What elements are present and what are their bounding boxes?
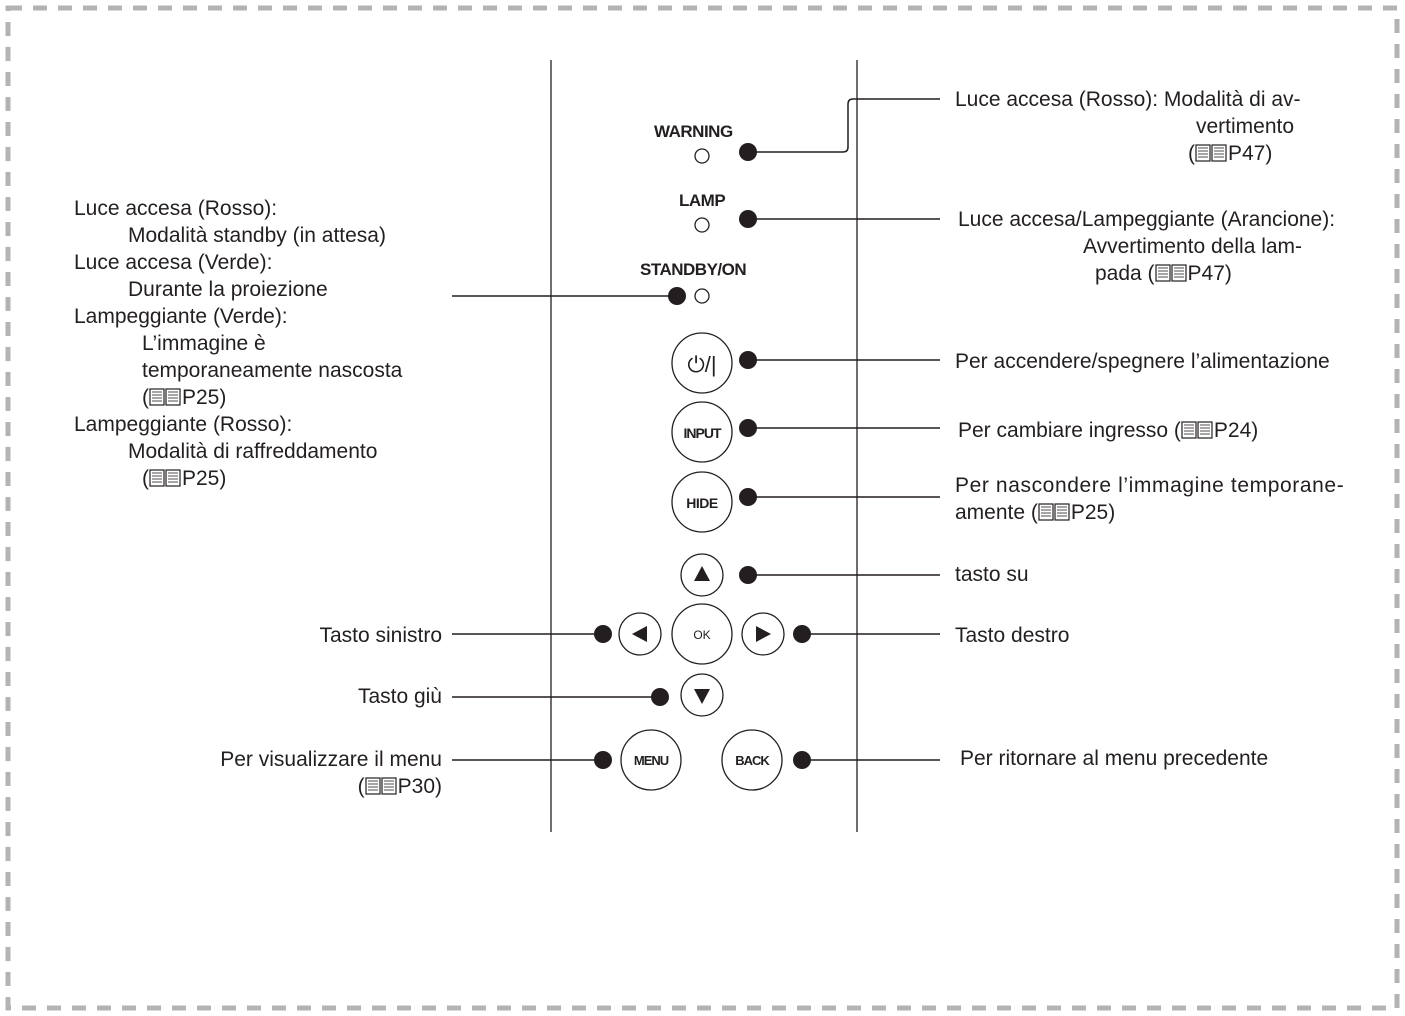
power-button-label: ⏻/|: [687, 352, 716, 377]
down-key-description: Tasto giù: [357, 685, 442, 708]
warning-description: Luce accesa (Rosso): Modalità di av- ver…: [955, 88, 1301, 165]
hide-button: [671, 471, 733, 533]
book-icon: [149, 469, 182, 487]
book-icon: [149, 388, 182, 406]
book-icon: [1195, 144, 1228, 162]
back-description: Per ritornare al menu precedente: [960, 747, 1269, 770]
left-key-description: Tasto sinistro: [319, 624, 442, 647]
power-button: [671, 332, 733, 394]
input-button-label: INPUT: [684, 425, 722, 441]
back-button: [721, 729, 783, 791]
menu-button: [620, 729, 682, 791]
hide-description: Per nascondere l’immagine temporane- ame…: [955, 474, 1345, 524]
warning-indicator-label: WARNING: [654, 122, 733, 141]
right-arrow-icon: [756, 626, 771, 642]
ok-button-label: OK: [693, 628, 710, 642]
standby-indicator-label: STANDBY/ON: [640, 260, 747, 279]
input-button: [671, 401, 733, 463]
book-icon: [1155, 264, 1188, 282]
power-description: Per accendere/spegnere l’alimentazione: [955, 350, 1330, 373]
right-key-description: Tasto destro: [955, 624, 1070, 647]
standby-led: [694, 288, 710, 304]
up-arrow-icon: [694, 566, 710, 581]
warning-leader: [748, 98, 940, 153]
up-key-description: tasto su: [955, 563, 1029, 586]
lamp-led: [694, 217, 710, 233]
standby-description: Luce accesa (Rosso): Modalità standby (i…: [74, 197, 403, 490]
ok-button: [671, 603, 733, 665]
warning-led: [694, 148, 710, 164]
hide-button-label: HIDE: [686, 495, 718, 511]
book-icon: [1038, 503, 1071, 521]
book-icon: [1181, 421, 1214, 439]
input-description: Per cambiare ingresso (P24): [958, 419, 1259, 442]
left-arrow-icon: [632, 626, 647, 642]
back-button-label: BACK: [735, 753, 770, 768]
lamp-description: Luce accesa/Lampeggiante (Arancione): Av…: [958, 208, 1336, 285]
book-icon: [365, 777, 398, 795]
menu-description: Per visualizzare il menu (P30): [220, 748, 442, 798]
menu-button-label: MENU: [634, 753, 669, 768]
lamp-indicator-label: LAMP: [679, 191, 726, 210]
down-arrow-icon: [694, 689, 710, 704]
